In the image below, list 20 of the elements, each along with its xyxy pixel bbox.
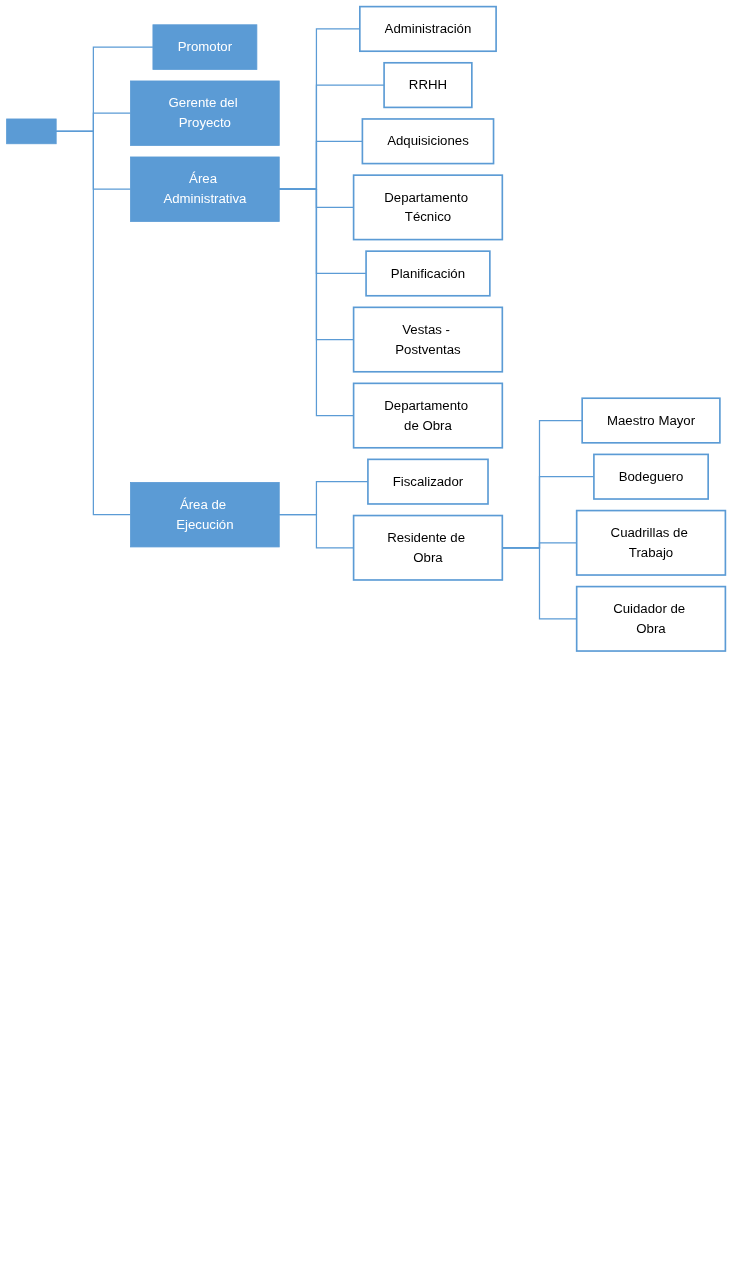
- node-box: Administración: [359, 5, 497, 53]
- connector: [278, 188, 355, 417]
- node-box: RRHH: [383, 61, 473, 109]
- node-box: Planificación: [365, 250, 491, 297]
- node-box: Departamento Técnico: [352, 174, 504, 241]
- node-box: Cuidador de Obra: [575, 585, 727, 652]
- node-box: Gerente del Proyecto: [130, 80, 280, 146]
- node-box: Bodeguero: [593, 453, 709, 500]
- connector: [55, 130, 132, 516]
- node-box: Área de Ejecución: [130, 482, 280, 548]
- node-box: Vestas - Postventas: [352, 306, 504, 373]
- node-box: Residente de Obra: [352, 514, 504, 581]
- node-box: Área Administrativa: [130, 156, 280, 222]
- node-box: Maestro Mayor: [581, 397, 721, 444]
- node-box: [6, 118, 57, 145]
- node-box: Cuadrillas de Trabajo: [575, 509, 727, 576]
- node-box: Adquisiciones: [361, 118, 495, 165]
- node-box: Fiscalizador: [367, 458, 489, 505]
- node-box: Promotor: [152, 24, 258, 70]
- node-box: Departamento de Obra: [352, 382, 504, 449]
